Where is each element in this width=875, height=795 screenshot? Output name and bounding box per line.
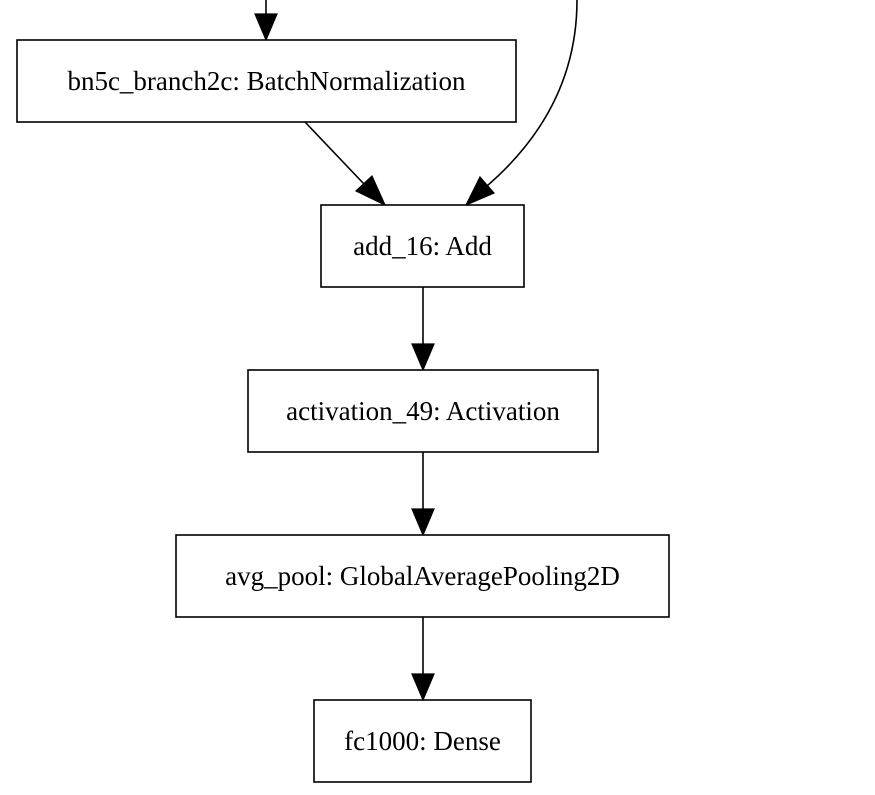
node-box (320, 204, 525, 288)
arrowhead-icon (411, 508, 435, 537)
edge-bn5c-branch2c-to-add-16 (304, 121, 365, 185)
node-avg-pool: avg_pool: GlobalAveragePooling2D (175, 534, 670, 618)
node-add-16: add_16: Add (320, 204, 525, 288)
arrowhead-icon (354, 174, 387, 207)
node-fc1000: fc1000: Dense (313, 699, 532, 783)
edges (254, 0, 578, 702)
arrowhead-icon (411, 673, 435, 702)
arrowhead-icon (464, 175, 495, 207)
node-label: avg_pool: GlobalAveragePooling2D (225, 561, 620, 591)
node-box (175, 534, 670, 618)
edge-skip-connection-to-add-16 (486, 0, 578, 187)
node-label: activation_49: Activation (286, 396, 560, 426)
node-label: bn5c_branch2c: BatchNormalization (67, 66, 466, 96)
node-box (16, 39, 517, 123)
node-label: fc1000: Dense (344, 726, 501, 756)
node-box (247, 369, 599, 453)
node-bn5c-branch2c: bn5c_branch2c: BatchNormalization (16, 39, 517, 123)
node-box (313, 699, 532, 783)
arrowhead-icon (254, 13, 278, 42)
node-label: add_16: Add (353, 231, 492, 261)
node-activation-49: activation_49: Activation (247, 369, 599, 453)
arrowhead-icon (411, 343, 435, 372)
